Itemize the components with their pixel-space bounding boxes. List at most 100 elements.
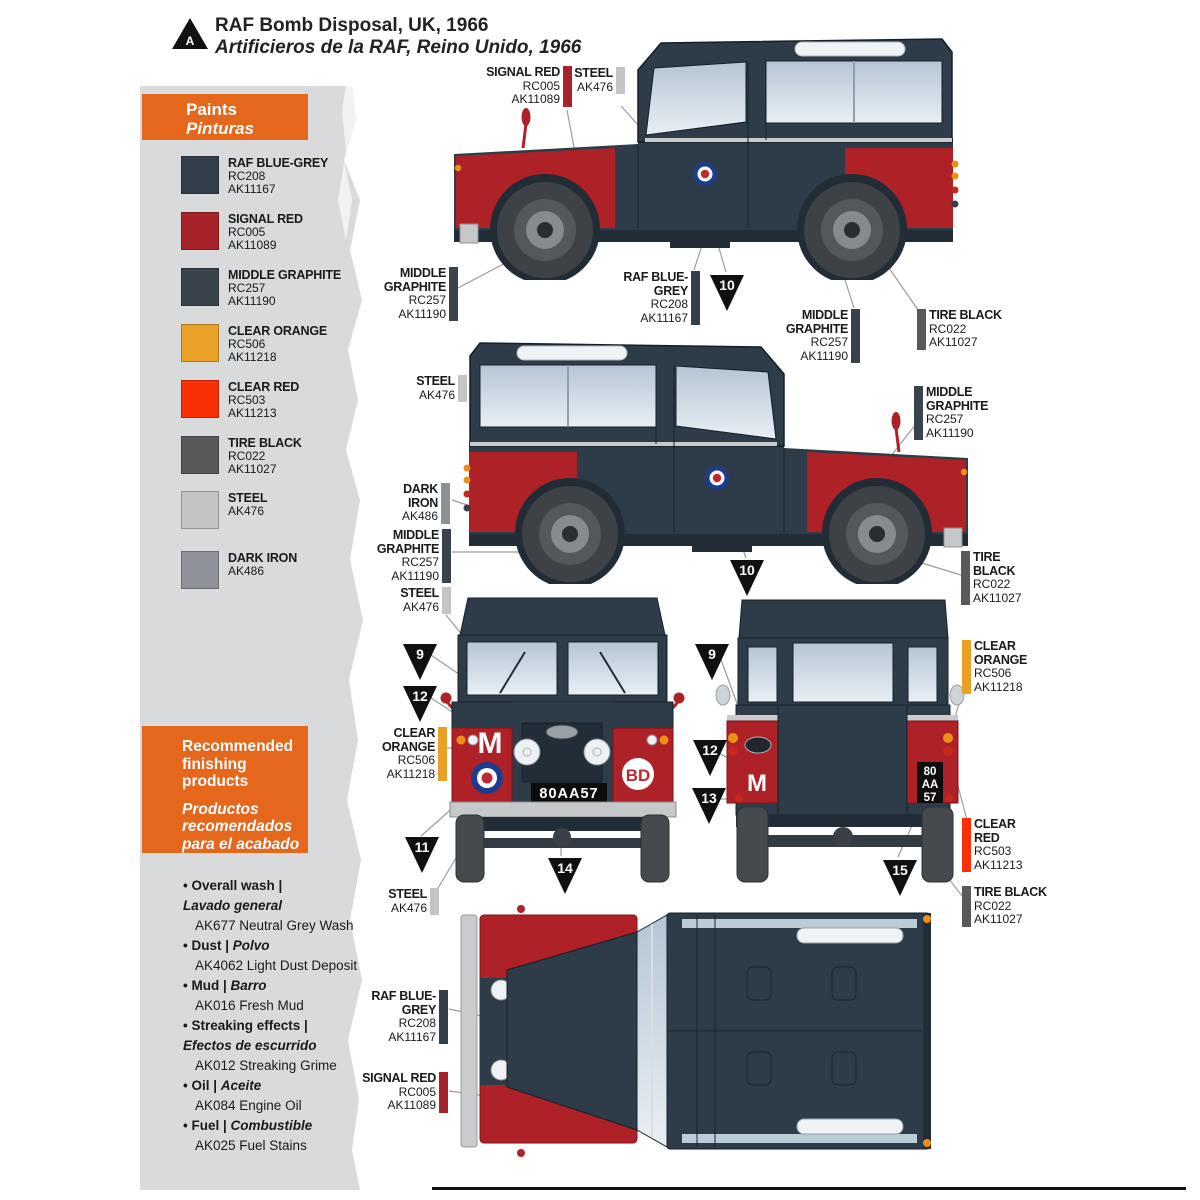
sidelight-white <box>467 734 479 746</box>
bumper-end <box>459 223 479 244</box>
decal-marker-10: 10 <box>730 560 764 596</box>
wing-letter: M <box>478 727 503 760</box>
vehicle-side-view-right <box>462 341 970 584</box>
svg-text:57: 57 <box>924 792 937 804</box>
mirror-top <box>517 905 525 913</box>
color-chip <box>439 990 448 1044</box>
tail-lamp-orange <box>728 733 738 743</box>
color-chip <box>917 309 926 350</box>
front-tire <box>455 814 485 883</box>
paint-code: AK11089 <box>228 238 277 252</box>
svg-text:9: 9 <box>416 646 424 662</box>
svg-text:10: 10 <box>739 562 755 578</box>
roof-window <box>796 927 904 944</box>
front-plate <box>531 783 607 802</box>
paint-swatch <box>181 551 219 589</box>
decal-marker-11: 11 <box>405 837 439 873</box>
headlight <box>513 738 541 766</box>
wing-letter: M <box>747 770 767 797</box>
rear-quarter-window <box>907 646 938 703</box>
color-chip <box>563 66 572 107</box>
wiper <box>599 651 626 694</box>
front-bumper-top <box>460 914 478 1148</box>
raf-roundel <box>693 162 717 186</box>
finishing-panel-header: Recommended finishing products Productos… <box>142 726 308 853</box>
color-chip <box>914 386 923 440</box>
tail-lamp-orange <box>943 733 953 743</box>
land-rover-badge <box>744 736 772 754</box>
decal-marker-12: 12 <box>693 740 727 776</box>
paint-code: AK11027 <box>228 462 277 476</box>
windshield-left <box>466 641 558 696</box>
roof-window <box>794 41 906 57</box>
paint-swatch <box>181 436 219 474</box>
list-item: • Streaking effects | Efectos de escurri… <box>183 1018 337 1073</box>
color-chip <box>962 818 971 872</box>
variant-letter: A <box>186 34 195 48</box>
vehicle-rear-view: M 80 AA 57 <box>715 599 965 883</box>
color-chip <box>962 886 971 927</box>
color-chip <box>851 309 860 363</box>
decal-marker-12: 12 <box>403 686 437 722</box>
svg-text:15: 15 <box>892 862 908 878</box>
paint-name: RAF BLUE-GREY <box>228 156 329 170</box>
svg-text:9: 9 <box>708 646 716 662</box>
mirror <box>440 692 452 704</box>
vehicle-side-view-left <box>454 38 959 280</box>
bd-badge-text: BD <box>626 766 651 785</box>
sidelight-orange <box>456 735 466 745</box>
paint-code: AK11190 <box>228 294 276 308</box>
paint-swatch <box>181 380 219 418</box>
front-wheel <box>497 182 593 278</box>
sidelight-orange <box>659 735 669 745</box>
svg-text:10: 10 <box>719 277 735 293</box>
list-item: • Overall wash | Lavado general AK677 Ne… <box>183 878 354 933</box>
paint-swatch <box>181 156 219 194</box>
paint-name: TIRE BLACK <box>228 436 302 450</box>
svg-text:13: 13 <box>701 790 717 806</box>
decal-marker-9: 9 <box>695 644 729 680</box>
title-english: RAF Bomb Disposal, UK, 1966 <box>215 15 489 36</box>
paint-name: MIDDLE GRAPHITE <box>228 268 341 282</box>
color-chip <box>439 1072 448 1113</box>
waist-steel-strip <box>645 138 952 142</box>
color-chip <box>449 267 458 321</box>
paint-code: RC022 <box>228 449 266 463</box>
svg-text:11: 11 <box>415 839 430 855</box>
paints-header-en: Paints <box>186 100 238 119</box>
paint-name: DARK IRON <box>228 551 298 565</box>
paints-panel-header: Paints Pinturas <box>142 94 308 140</box>
title-spanish: Artificieros de la RAF, Reino Unido, 196… <box>215 37 582 58</box>
paint-code: RC005 <box>228 225 266 239</box>
rear-tire <box>736 806 769 883</box>
front-bumper <box>449 801 677 818</box>
mirror <box>715 684 731 706</box>
decal-marker-14: 14 <box>548 858 582 894</box>
headlight <box>583 738 611 766</box>
wing-cap-steel <box>907 715 958 721</box>
mirror <box>521 108 531 126</box>
door-window <box>645 61 747 136</box>
alpine-window-strip <box>682 1134 917 1143</box>
vehicle-front-view: M BD 80AA57 <box>440 597 685 883</box>
rear-plate: 80 AA 57 <box>917 762 943 804</box>
decal-marker-15: 15 <box>883 860 917 896</box>
